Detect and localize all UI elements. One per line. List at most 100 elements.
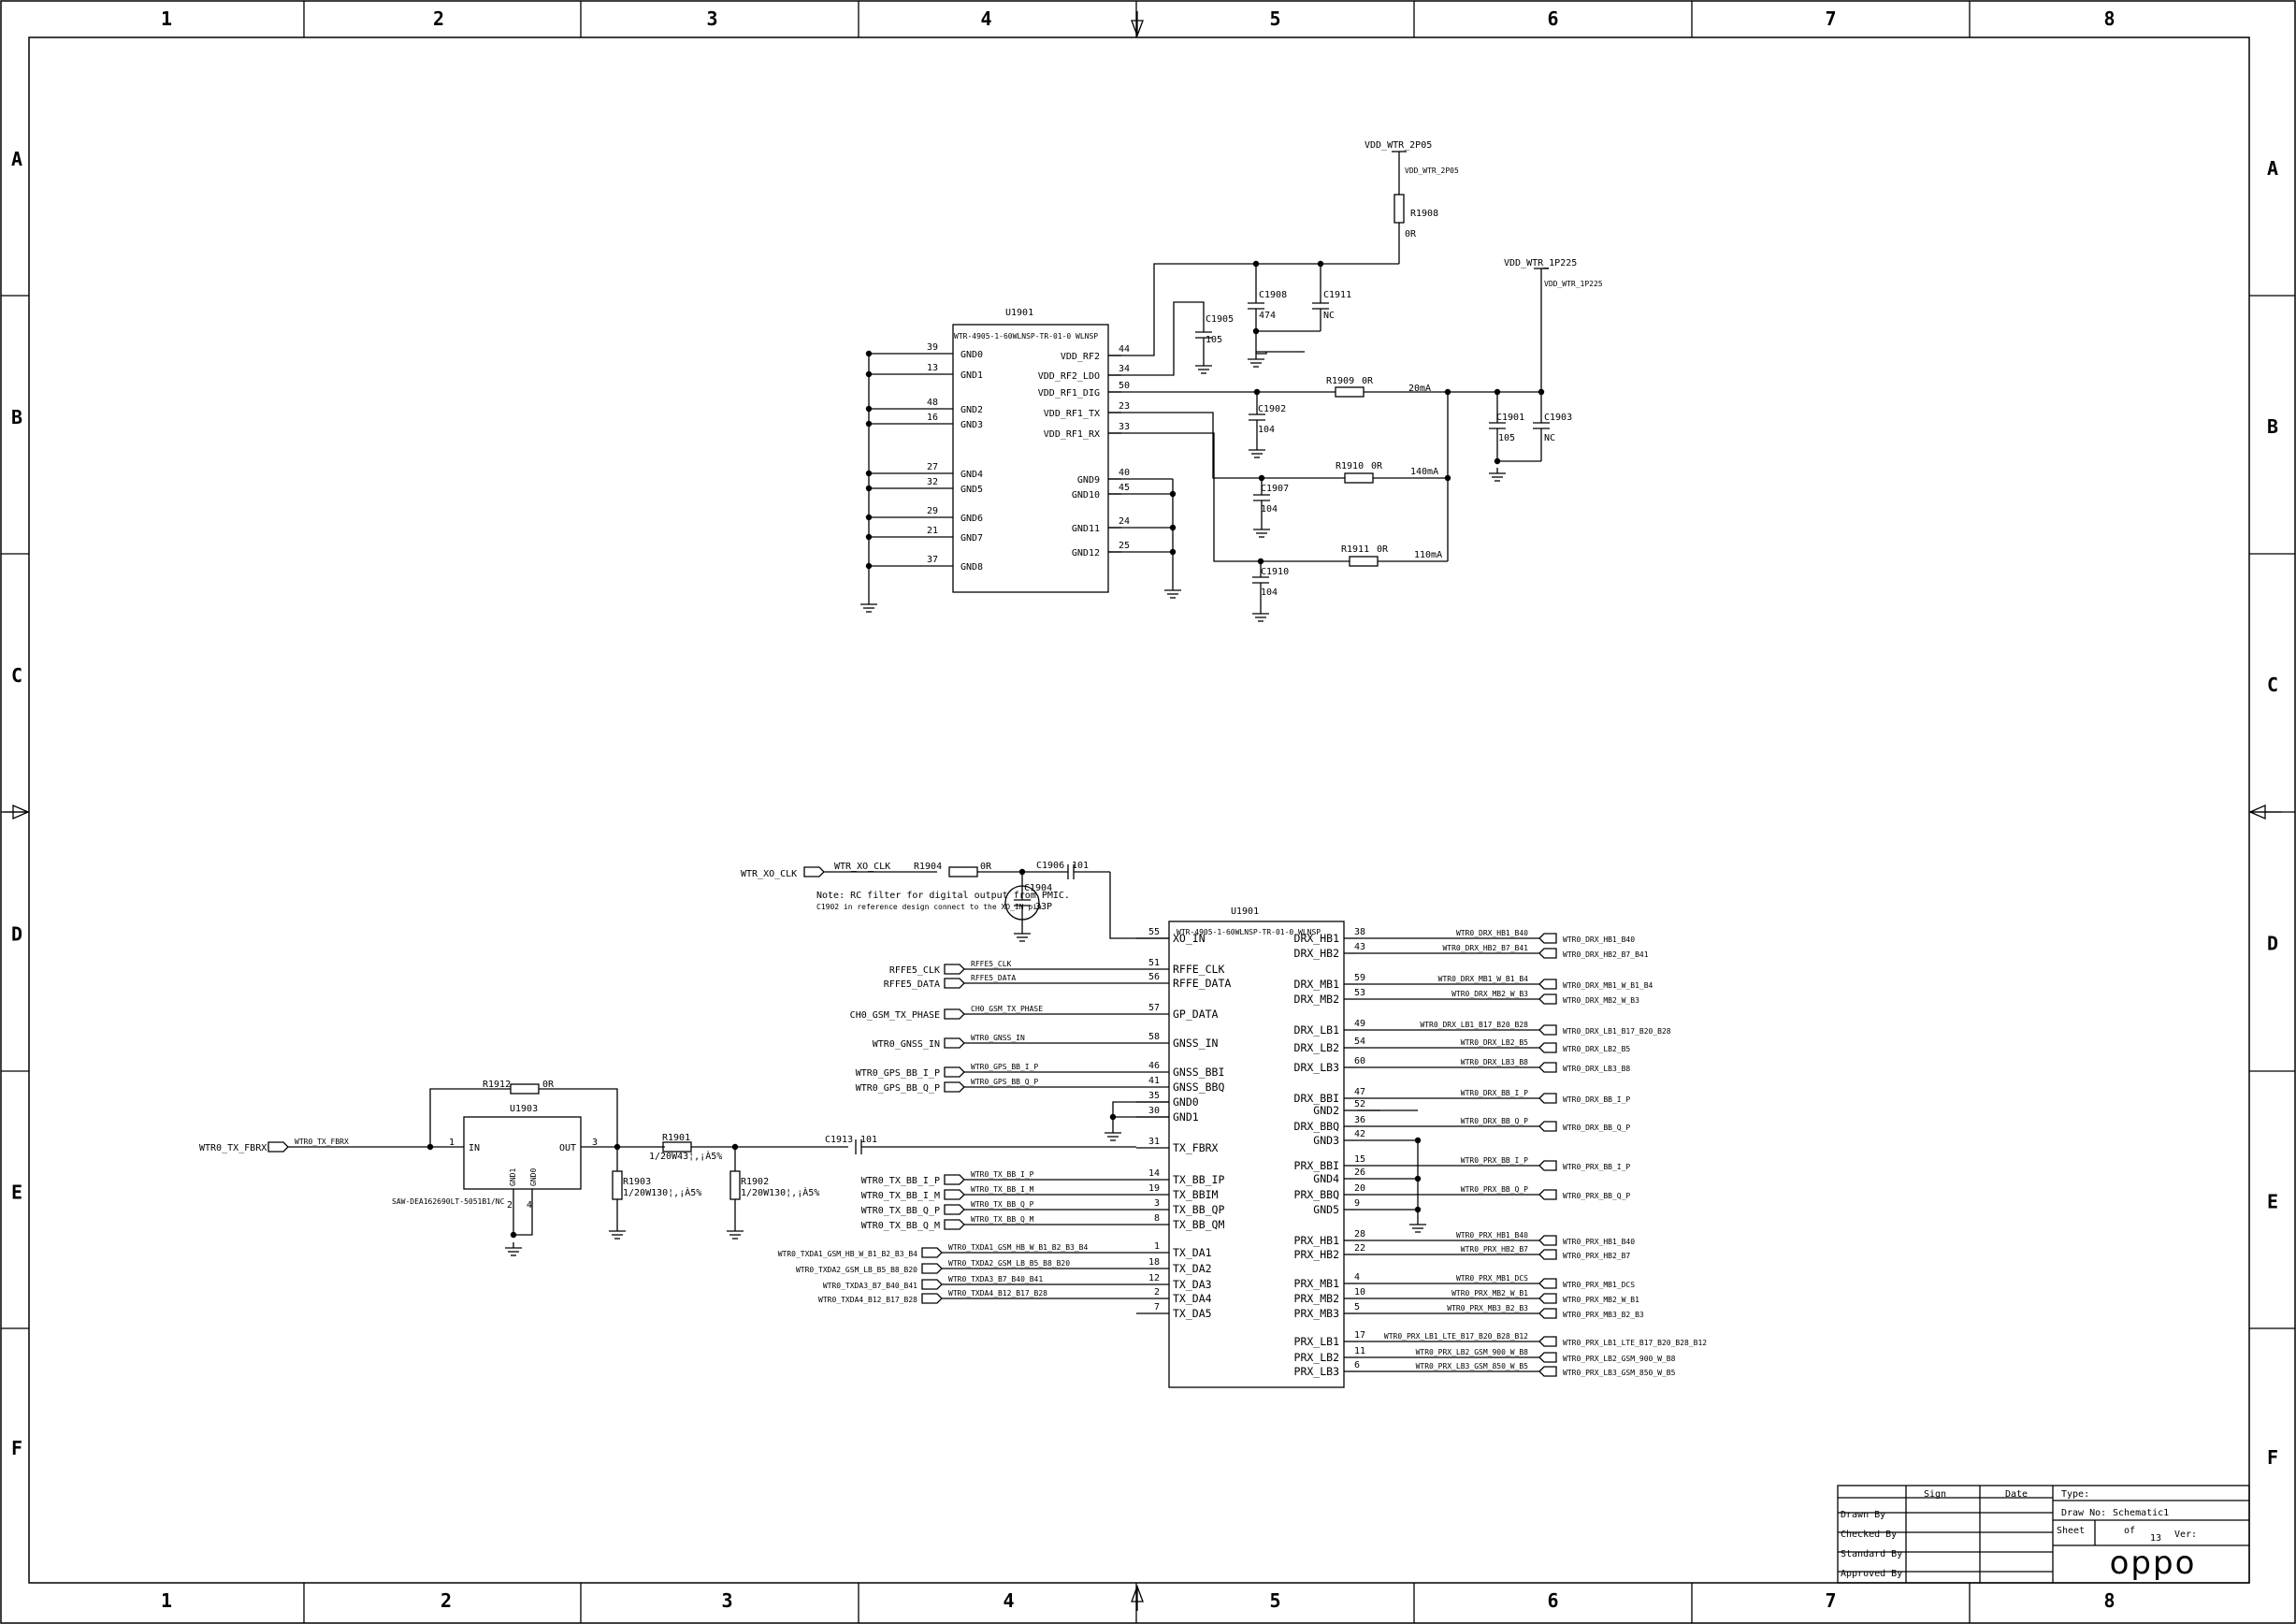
pin-name: PRX_BBI — [1294, 1159, 1339, 1172]
pin-number: 21 — [927, 526, 938, 536]
c1911-val: NC — [1323, 311, 1335, 321]
r1902-val: 1/20W130¦,¡À5% — [741, 1186, 819, 1198]
r1903 — [612, 1170, 623, 1200]
r1909 — [1335, 386, 1365, 398]
rx-port — [1538, 1189, 1557, 1200]
left-port-label: WTR0_TX_BB_I_M — [861, 1191, 940, 1201]
c1913-val: 101 — [860, 1135, 877, 1145]
pin-name: GND5 — [1313, 1203, 1339, 1216]
pin-name: GND4 — [960, 470, 983, 480]
u1901b-part: WTR-4905-1-60WLNSP-TR-01-0 WLNSP — [1177, 928, 1321, 936]
left-port-label: WTR0_TX_BB_I_P — [861, 1176, 940, 1186]
pin-name: DRX_HB1 — [1294, 932, 1340, 945]
left-net-label: WTR0_TXDA2_GSM_LB_B5_B8_B20 — [948, 1259, 1070, 1268]
pin-name: GNSS_BBQ — [1173, 1080, 1224, 1094]
pin-name: GND4 — [1313, 1172, 1339, 1185]
rx-net-label: WTR0_PRX_BB_I_P — [1461, 1156, 1528, 1165]
rx-port — [1538, 1293, 1557, 1304]
pin-number: 43 — [1354, 942, 1365, 952]
junction-dot — [1414, 1206, 1422, 1213]
rail-label-2p05: VDD_WTR_2P05 — [1365, 140, 1432, 151]
c1901-val: 105 — [1498, 433, 1515, 443]
pin-name: GND9 — [1077, 475, 1100, 486]
pin-number: 33 — [1119, 422, 1130, 432]
current-140ma: 140mA — [1410, 467, 1438, 477]
rx-net-label: WTR0_PRX_LB1_LTE_B17_B20_B28_B12 — [1384, 1332, 1528, 1341]
pin-number: 30 — [1148, 1106, 1160, 1116]
pin-number: 54 — [1354, 1037, 1365, 1047]
components — [267, 151, 1557, 1388]
pin-number: 55 — [1148, 927, 1160, 937]
r1909-ref: R1909 — [1326, 376, 1354, 386]
left-port-label: WTR0_GNSS_IN — [873, 1039, 940, 1050]
fbrx-port — [267, 1141, 289, 1153]
u1903-saw — [463, 1116, 582, 1190]
pin-name: GND6 — [960, 514, 983, 524]
pin-name: VDD_RF2_LDO — [1038, 371, 1100, 382]
pin-name: TX_BBIM — [1173, 1188, 1219, 1201]
r1911-ref: R1911 — [1341, 544, 1369, 555]
left-port-label: WTR0_GPS_BB_I_P — [856, 1068, 940, 1079]
pin-number: 39 — [927, 342, 938, 353]
left-net-label: WTR0_TXDA3_B7_B40_B41 — [948, 1275, 1043, 1283]
junction-dot — [1414, 1137, 1422, 1144]
pin-number: 58 — [1148, 1032, 1160, 1042]
rx-port-label: WTR0_DRX_MB2_W_B3 — [1563, 996, 1639, 1005]
left-port-label: WTR0_TXDA3_B7_B40_B41 — [823, 1282, 917, 1290]
r1910-val: 0R — [1371, 461, 1383, 471]
pin-name: GND0 — [960, 350, 983, 360]
row-label-left: C — [11, 664, 22, 687]
c1902-val: 104 — [1258, 425, 1275, 435]
rail-net-1p225: VDD_WTR_1P225 — [1544, 280, 1603, 288]
xo-port-label: WTR_XO_CLK — [741, 869, 797, 879]
rx-port-label: WTR0_DRX_HB1_B40 — [1563, 935, 1635, 944]
rail-net-2p05: VDD_WTR_2P05 — [1405, 167, 1459, 175]
pin-name: TX_BB_QP — [1173, 1203, 1224, 1216]
net-xo-in — [1109, 872, 1169, 939]
c1906-ref: C1906 — [1036, 861, 1064, 871]
sheet-label: Sheet — [2057, 1526, 2085, 1536]
pin-name: TX_DA5 — [1173, 1307, 1212, 1320]
c1911-ref: C1911 — [1323, 290, 1351, 300]
pin-name: PRX_HB1 — [1294, 1234, 1340, 1247]
left-net-label: WTR0_TX_BB_I_P — [971, 1170, 1034, 1179]
pin-number: 13 — [927, 363, 938, 373]
c1910-val: 104 — [1261, 587, 1278, 598]
pin-number: 24 — [1119, 516, 1130, 527]
rx-port-label: WTR0_DRX_MB1_W_B1_B4 — [1563, 981, 1653, 990]
pin-number: 59 — [1354, 973, 1365, 983]
u1901a-ref: U1901 — [1005, 308, 1033, 318]
column-label-bottom: 2 — [440, 1589, 452, 1612]
draw-no-label: Draw No: — [2061, 1508, 2106, 1518]
left-net-label: WTR0_TXDA4_B12_B17_B28 — [948, 1289, 1047, 1298]
draw-no-value: Schematic1 — [2113, 1508, 2169, 1518]
left-port — [944, 1037, 965, 1049]
r1909-val: 0R — [1362, 376, 1374, 386]
r1908-val: 0R — [1405, 229, 1417, 239]
r1908-ref: R1908 — [1410, 209, 1438, 219]
rx-port — [1538, 1336, 1557, 1347]
left-net-label: CH0_GSM_TX_PHASE — [971, 1005, 1043, 1013]
pin-name: PRX_LB3 — [1294, 1365, 1340, 1378]
r1902 — [729, 1170, 741, 1200]
pin-name: TX_DA2 — [1173, 1262, 1212, 1275]
rx-net-label: WTR0_DRX_HB1_B40 — [1456, 929, 1528, 937]
r1903-val: 1/20W130¦,¡À5% — [623, 1186, 701, 1198]
pin-number: 8 — [1154, 1213, 1160, 1224]
row-label-left: B — [11, 406, 22, 428]
r1912-ref: R1912 — [483, 1080, 511, 1090]
column-label-bottom: 8 — [2103, 1589, 2115, 1612]
net-vdd-rf1-tx — [1108, 412, 1345, 479]
rx-port — [1538, 993, 1557, 1005]
r1910-ref: R1910 — [1336, 461, 1364, 471]
rx-port-label: WTR0_PRX_MB2_W_B1 — [1563, 1296, 1639, 1304]
pin-name: GND2 — [1313, 1104, 1339, 1117]
row-label-left: D — [11, 923, 22, 946]
rx-net-label: WTR0_PRX_MB2_W_B1 — [1451, 1289, 1528, 1298]
rx-net-label: WTR0_DRX_HB2_B7_B41 — [1442, 944, 1528, 952]
rx-port-label: WTR0_PRX_MB1_DCS — [1563, 1281, 1635, 1289]
c1905-val: 105 — [1206, 335, 1222, 345]
junction-dot — [1444, 474, 1451, 482]
